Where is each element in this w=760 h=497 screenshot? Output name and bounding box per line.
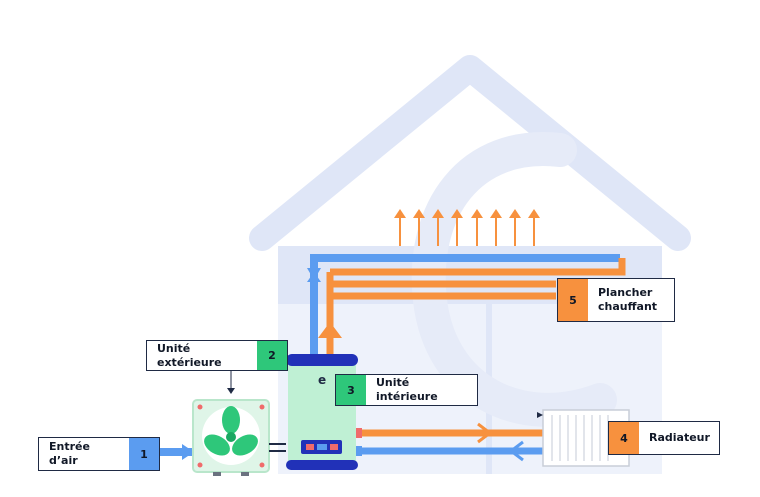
cold-pipe-floor — [307, 254, 620, 356]
arrow-up-icon — [307, 272, 321, 282]
label-plancher-chauffant-number: 5 — [558, 279, 588, 321]
arrow-up-icon — [318, 322, 342, 338]
heat-arrow-icon — [413, 209, 425, 246]
label-entree-air-text: Entrée d’air — [49, 440, 90, 467]
indoor-unit: e — [286, 354, 362, 470]
heat-arrow-icon — [432, 209, 444, 246]
heat-arrow-icon — [528, 209, 540, 246]
label-unite-interieure-text: Unité intérieure — [376, 376, 438, 403]
label-unite-exterieure-number: 2 — [257, 341, 287, 370]
label-radiateur-number: 4 — [609, 422, 639, 454]
label-unite-exterieure-text: Unité extérieure — [157, 341, 222, 369]
label-plancher-chauffant-text: Plancher chauffant — [598, 286, 658, 313]
fan-icon — [204, 406, 258, 456]
heat-arrow-icon — [490, 209, 502, 246]
heat-arrows — [394, 209, 540, 246]
heat-arrow-icon — [451, 209, 463, 246]
heat-arrow-icon — [394, 209, 406, 246]
outdoor-unit — [192, 399, 270, 476]
label-entree-air-number: 1 — [129, 438, 159, 470]
label-unite-exterieure: Unité extérieure 2 — [146, 340, 288, 371]
cold-pipe-radiator — [360, 440, 545, 462]
label-radiateur-text: Radiateur — [649, 431, 710, 444]
house-roof — [249, 55, 691, 251]
label-entree-air: Entrée d’air 1 — [38, 437, 160, 471]
hot-pipe-radiator — [360, 422, 545, 444]
label-unite-interieure-number: 3 — [336, 375, 366, 405]
label-plancher-chauffant: 5 Plancher chauffant — [557, 278, 675, 322]
indoor-unit-mark: e — [318, 373, 326, 387]
label-radiateur: 4 Radiateur — [608, 421, 720, 455]
label-pointer — [227, 371, 235, 394]
heat-arrow-icon — [509, 209, 521, 246]
house-watermark — [411, 132, 617, 427]
heat-arrow-icon — [471, 209, 483, 246]
label-unite-interieure: 3 Unité intérieure — [335, 374, 478, 406]
unit-connectors — [269, 443, 286, 452]
